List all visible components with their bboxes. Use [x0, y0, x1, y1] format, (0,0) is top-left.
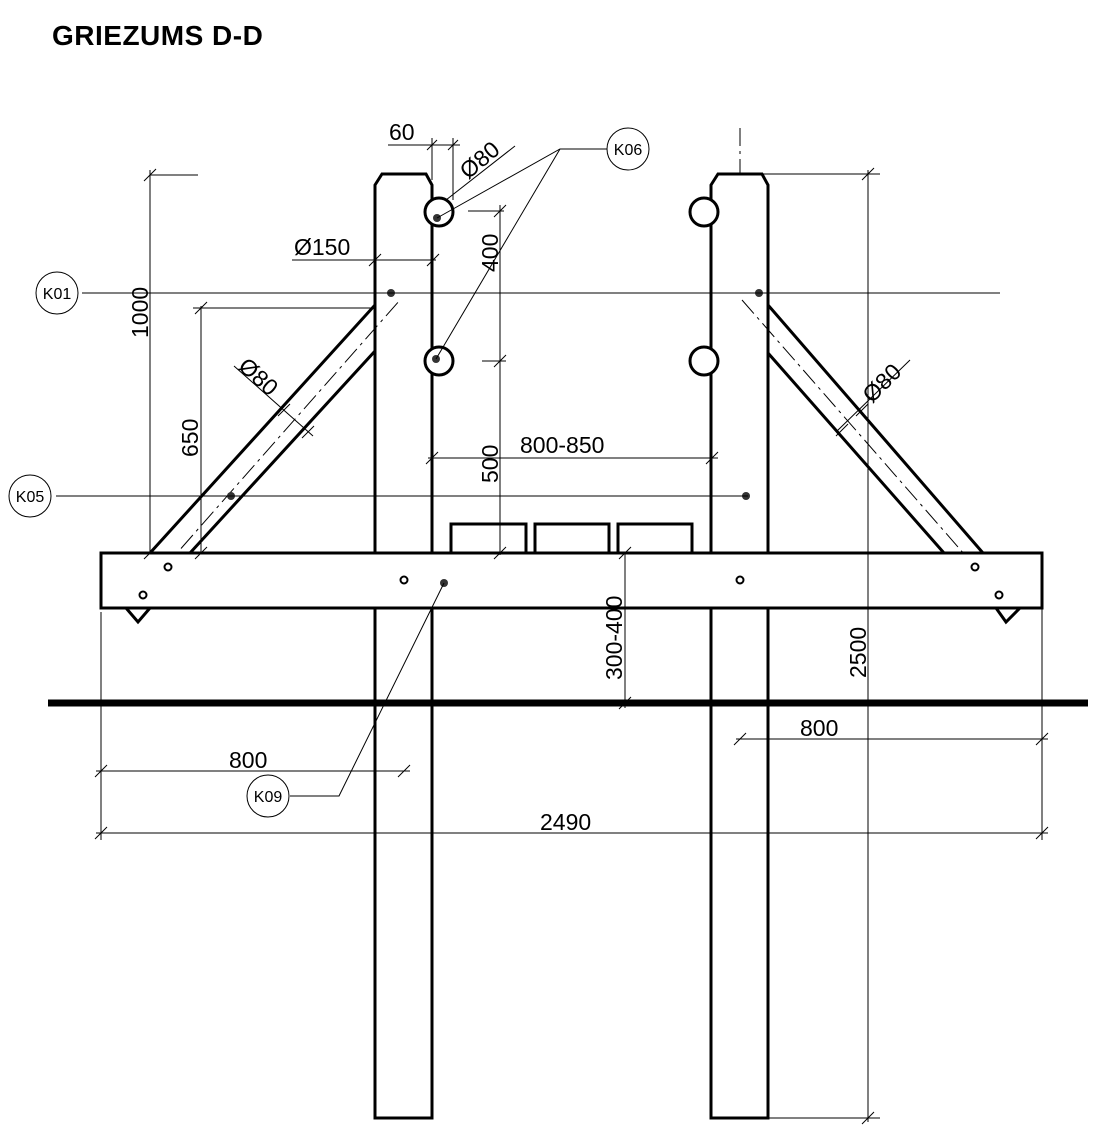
dim-800-right-lines	[733, 608, 1049, 840]
dim-1000-lines	[143, 168, 198, 560]
pipe-left-top	[423, 196, 455, 228]
pipe-right-top	[688, 196, 720, 228]
dim-dia80-left-lines	[233, 365, 315, 439]
dim-500: 500	[477, 445, 503, 483]
tag-k05: K05	[8, 474, 52, 518]
right-post	[709, 172, 770, 1120]
dim-800-850: 800-850	[520, 432, 604, 458]
leader-lines	[56, 148, 1000, 797]
dim-2500: 2500	[845, 627, 871, 678]
dim-2490: 2490	[540, 809, 591, 835]
dim-800-right: 800	[800, 715, 838, 741]
svg-text:K05: K05	[16, 489, 45, 506]
dim-dia150: Ø150	[294, 234, 350, 260]
dim-dia80-right: Ø80	[857, 358, 906, 407]
dim-400: 400	[477, 234, 503, 272]
right-brace-axis	[741, 299, 1001, 596]
dim-400-500-lines	[468, 204, 507, 560]
tag-k01: K01	[35, 271, 79, 315]
left-post	[373, 172, 434, 1120]
tag-k06: K06	[606, 127, 650, 171]
dim-2490-lines	[94, 826, 1049, 840]
dim-800-left-lines	[94, 612, 411, 840]
dim-800-left: 800	[229, 747, 267, 773]
dim-dia80-top: Ø80	[455, 136, 505, 184]
plank-1	[449, 522, 528, 555]
dim-650-lines	[193, 301, 375, 560]
pipe-right-bottom	[688, 345, 720, 377]
bolt-holes	[138, 562, 1004, 600]
right-brace	[766, 300, 987, 555]
svg-text:K06: K06	[614, 142, 643, 159]
svg-text:K09: K09	[254, 789, 283, 806]
dim-800-850-lines	[425, 451, 719, 465]
dim-300-400-lines	[618, 546, 632, 710]
horizontal-beam	[99, 551, 1044, 610]
dim-2500-lines	[762, 167, 880, 1125]
svg-text:K01: K01	[43, 286, 72, 303]
left-brace-end	[124, 607, 152, 625]
plank-2	[533, 522, 611, 555]
right-brace-end	[994, 606, 1022, 625]
dim-60-lines	[388, 138, 516, 201]
dim-dia150-lines	[292, 253, 440, 267]
dim-60: 60	[389, 119, 415, 145]
dim-650: 650	[177, 419, 203, 457]
left-brace-axis	[139, 299, 401, 596]
dim-dia80-left: Ø80	[234, 352, 284, 400]
drawing-title: GRIEZUMS D-D	[52, 20, 264, 51]
dim-1000: 1000	[127, 287, 153, 338]
dim-300-400: 300-400	[601, 596, 627, 680]
tag-k09: K09	[246, 774, 290, 818]
dim-dia80-right-lines	[835, 359, 911, 437]
